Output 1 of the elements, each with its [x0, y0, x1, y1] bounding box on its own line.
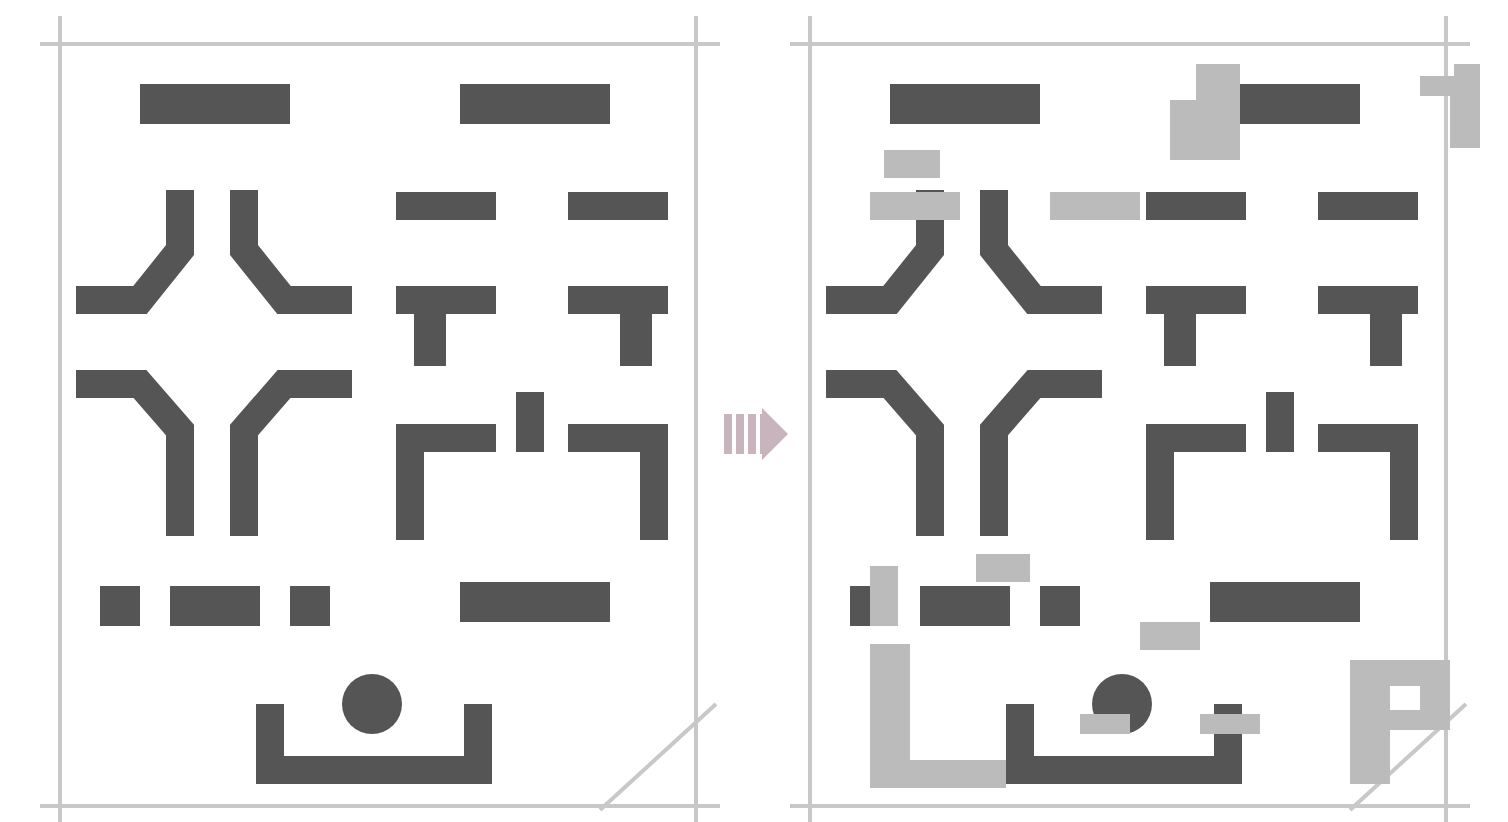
arrow [724, 408, 788, 460]
